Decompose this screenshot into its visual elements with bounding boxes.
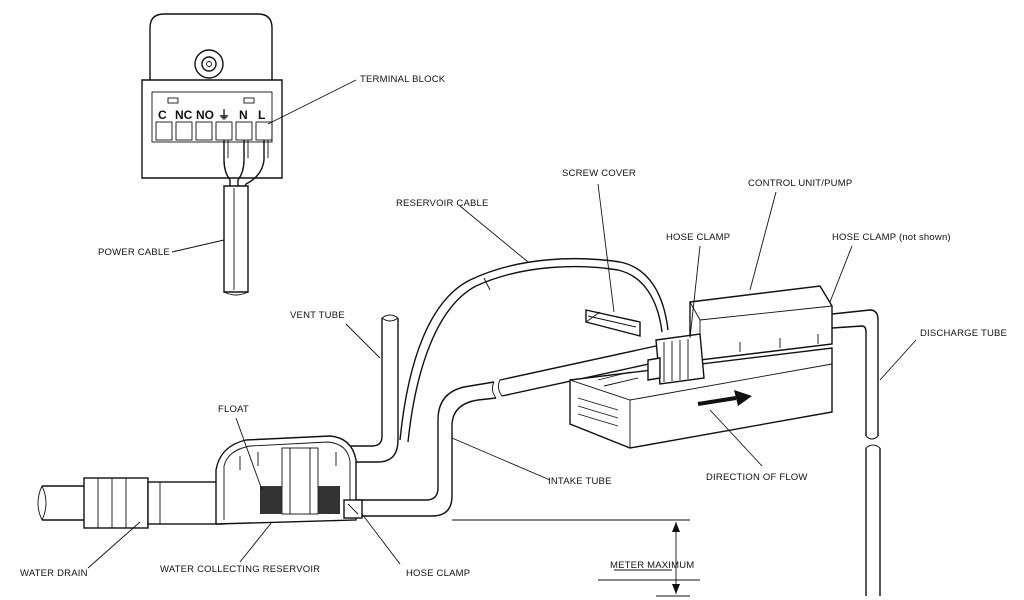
meter-maximum-label: METER MAXIMUM bbox=[610, 560, 694, 571]
screw-cover-label: SCREW COVER bbox=[562, 168, 636, 179]
water-drain-label: WATER DRAIN bbox=[20, 568, 88, 579]
float-hatch-left bbox=[260, 486, 282, 514]
terminal-block: C NC NO ⏚ N L bbox=[141, 13, 283, 179]
terminal-nc-label: NC bbox=[175, 108, 193, 122]
terminal-l-label: L bbox=[258, 108, 265, 122]
terminal-ground-label: ⏚ bbox=[218, 108, 230, 122]
control-unit-pump bbox=[569, 285, 833, 449]
water-collecting-reservoir-label: WATER COLLECTING RESERVOIR bbox=[160, 564, 320, 575]
power-cable bbox=[223, 185, 249, 296]
hose-clamp-top-label: HOSE CLAMP bbox=[666, 232, 730, 243]
meter-maximum-indicator bbox=[452, 519, 700, 597]
screw-cover bbox=[585, 309, 641, 337]
reservoir-cable bbox=[399, 257, 669, 443]
terminal-block-label: TERMINAL BLOCK bbox=[360, 74, 446, 85]
vent-tube bbox=[342, 314, 399, 463]
float-hatch-right bbox=[318, 486, 340, 514]
hose-clamp-bottom-label: HOSE CLAMP bbox=[406, 568, 470, 579]
labels: TERMINAL BLOCK POWER CABLE RESERVOIR CAB… bbox=[20, 74, 1007, 579]
intake-tube-label: INTAKE TUBE bbox=[548, 476, 612, 487]
water-collecting-reservoir bbox=[215, 435, 363, 525]
hose-clamp-not-shown-label: HOSE CLAMP (not shown) bbox=[832, 232, 951, 243]
direction-of-flow-label: DIRECTION OF FLOW bbox=[706, 472, 808, 483]
reservoir-cable-label: RESERVOIR CABLE bbox=[396, 198, 489, 209]
power-wires bbox=[223, 140, 269, 189]
power-cable-label: POWER CABLE bbox=[98, 247, 170, 258]
terminal-n-label: N bbox=[239, 108, 248, 122]
discharge-tube bbox=[831, 309, 881, 596]
control-unit-pump-label: CONTROL UNIT/PUMP bbox=[748, 178, 852, 189]
water-drain bbox=[37, 477, 230, 529]
vent-tube-label: VENT TUBE bbox=[290, 310, 345, 321]
discharge-tube-label: DISCHARGE TUBE bbox=[920, 328, 1007, 339]
terminal-no-label: NO bbox=[196, 108, 214, 122]
leader-lines bbox=[87, 79, 917, 571]
float-label: FLOAT bbox=[218, 404, 249, 415]
terminal-c-label: C bbox=[158, 108, 167, 122]
